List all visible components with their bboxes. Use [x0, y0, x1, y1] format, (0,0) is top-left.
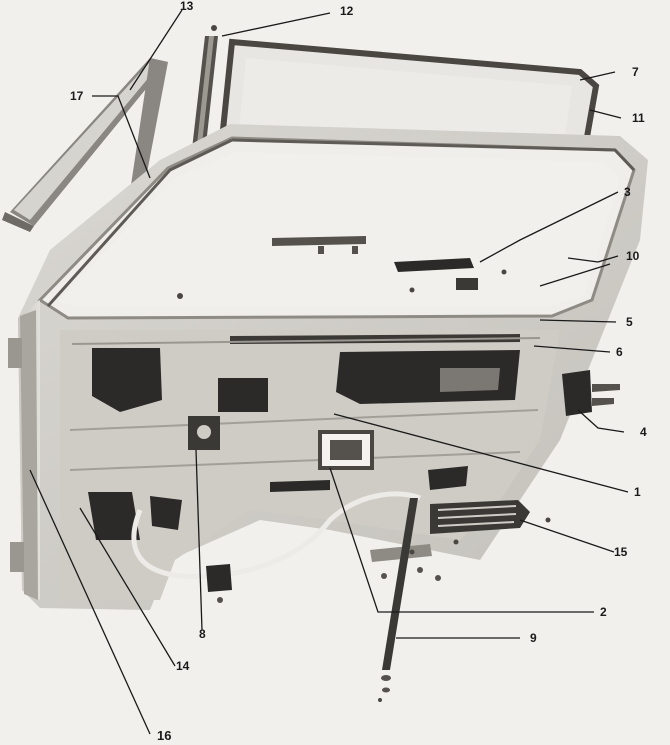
- door-pull-handle: [394, 258, 478, 290]
- callout-4: 4: [640, 425, 647, 439]
- remote-lock-lever: [206, 564, 232, 603]
- fasteners: [177, 25, 551, 702]
- callout-7: 7: [632, 65, 639, 79]
- callout-11: 11: [632, 111, 645, 125]
- switch-plate: [188, 416, 220, 450]
- callout-17: 17: [70, 89, 84, 103]
- callout-14: 14: [176, 659, 190, 673]
- door-hinges: [8, 338, 24, 572]
- inner-handle-housing: [318, 430, 374, 470]
- callout-12: 12: [340, 4, 354, 18]
- lock-cable: [131, 491, 421, 579]
- window-lift-rail: [272, 236, 366, 254]
- vent-window-frame: [2, 58, 168, 232]
- callout-8: 8: [199, 627, 206, 641]
- callout-15: 15: [614, 545, 628, 559]
- door-lock: [562, 370, 620, 416]
- callout-1: 1: [634, 485, 641, 499]
- callout-3: 3: [624, 185, 631, 199]
- callout-10: 10: [626, 249, 640, 263]
- callout-13: 13: [180, 0, 194, 13]
- door-inner-panel: [60, 330, 560, 600]
- callout-9: 9: [530, 631, 537, 645]
- callout-2: 2: [600, 605, 607, 619]
- vent-grille: [430, 500, 530, 534]
- lower-bracket: [370, 544, 441, 581]
- leader-lines: [29, 9, 629, 735]
- callout-6: 6: [616, 345, 623, 359]
- callout-5: 5: [626, 315, 633, 329]
- callout-16: 16: [157, 728, 172, 743]
- front-guide-rail: [381, 498, 418, 693]
